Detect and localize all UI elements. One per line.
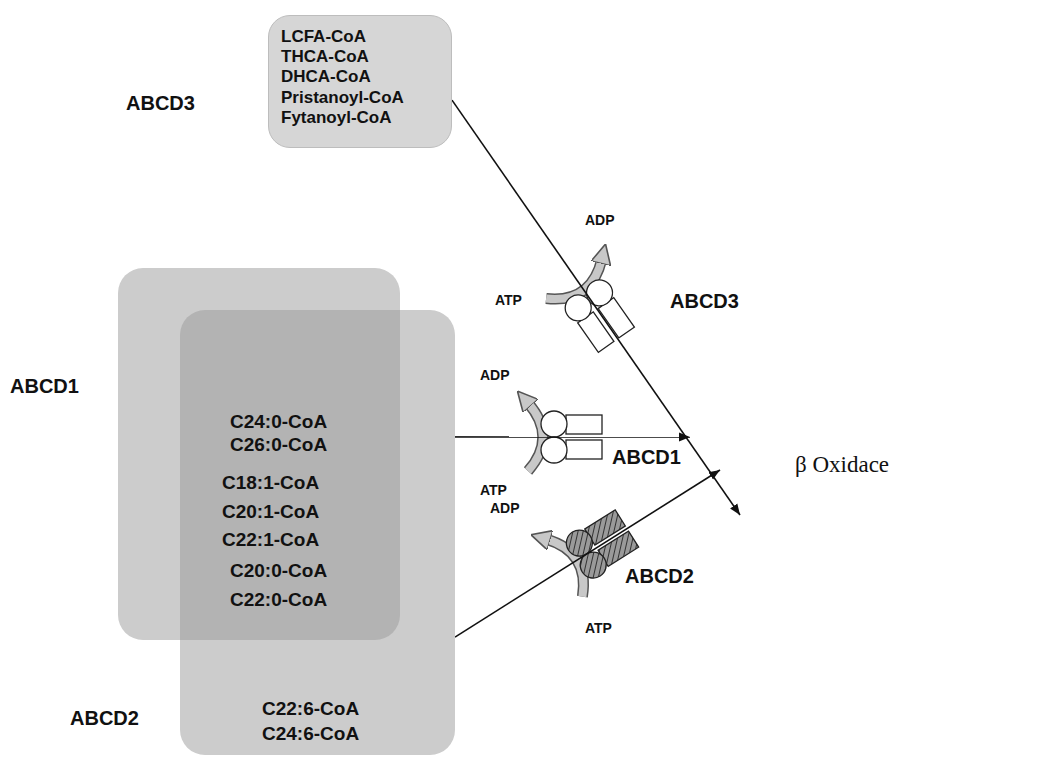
transporter-name: ABCD3 (670, 290, 739, 313)
transport-arrow (452, 100, 740, 515)
process-label: β Oxidace (795, 452, 889, 478)
substrate-box: ABCD3LCFA-CoATHCA-CoADHCA-CoAPristanoyl-… (268, 15, 452, 148)
energy-label: ADP (490, 500, 520, 516)
substrate-label: C20:1-CoA (222, 501, 319, 523)
energy-label: ATP (585, 620, 612, 636)
energy-label: ATP (495, 292, 522, 308)
substrate-label: THCA-CoA (281, 47, 369, 67)
substrate-label: C22:6-CoA (262, 698, 359, 720)
abcd3-transporter (546, 260, 644, 360)
substrate-label: Fytanoyl-CoA (281, 108, 392, 128)
transporter-name: ABCD2 (625, 565, 694, 588)
transporter-heading: ABCD2 (70, 707, 139, 730)
substrate-label: C20:0-CoA (230, 560, 327, 582)
substrate-label: LCFA-CoA (281, 27, 366, 47)
substrate-label: C24:6-CoA (262, 723, 359, 745)
substrate-label: C24:0-CoA (230, 411, 327, 433)
transporter-name: ABCD1 (612, 446, 681, 469)
transporter-region: C24:0-CoAC26:0-CoA C18:1-CoA C20:1-CoA C22:… (118, 268, 400, 640)
overlap-region: C24:0-CoAC26:0-CoA C18:1-CoA C20:1-CoA C22:… (180, 310, 400, 640)
substrate-label: DHCA-CoA (281, 67, 371, 87)
substrate-label: C22:1-CoA (222, 529, 319, 551)
substrate-label: C18:1-CoA (222, 472, 319, 494)
energy-label: ATP (480, 482, 507, 498)
peroxisome-ring (562, 187, 1046, 673)
peroxisome-outline (555, 180, 1046, 680)
transport-arrow (455, 470, 720, 637)
energy-label: ADP (585, 212, 615, 228)
energy-label: ADP (480, 367, 510, 383)
substrate-label: Pristanoyl-CoA (281, 88, 404, 108)
substrate-label: C22:0-CoA (230, 589, 327, 611)
transporter-heading: ABCD1 (10, 375, 79, 398)
substrate-label: C26:0-CoA (230, 434, 327, 456)
peroxisome-circle: β Oxidace (555, 180, 1046, 680)
transporter-heading: ABCD3 (126, 92, 195, 115)
